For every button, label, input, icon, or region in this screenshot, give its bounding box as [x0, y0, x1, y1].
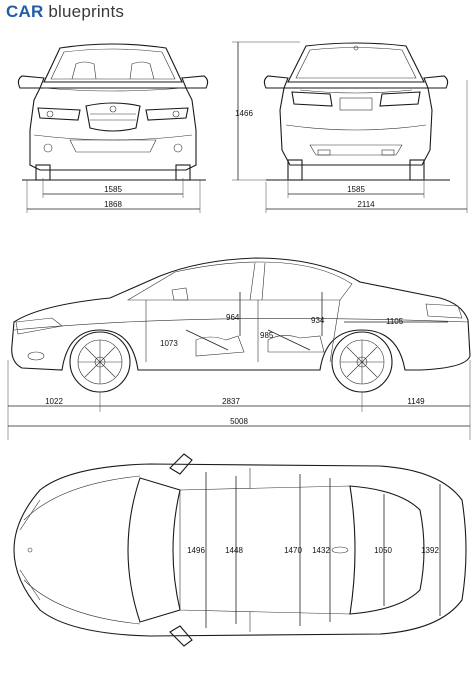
rear-width-dim: 2114 [357, 200, 375, 209]
top-dim-1050: 1050 [374, 546, 392, 555]
brand-logo-car: CAR [6, 2, 44, 21]
brand-logo-blueprints: blueprints [48, 2, 125, 21]
rear-view: 1466 1585 2114 [232, 41, 468, 213]
rear-overhang-dim: 1149 [407, 397, 425, 406]
interior-dim-934: 934 [311, 316, 325, 325]
front-overhang-dim: 1022 [45, 397, 63, 406]
interior-dim-985: 985 [260, 331, 274, 340]
length-dim: 5008 [230, 417, 248, 426]
brand-logo: CAR blueprints [6, 2, 124, 22]
top-dim-1496: 1496 [187, 546, 205, 555]
front-track-dim: 1585 [104, 185, 122, 194]
interior-dim-1105: 1105 [386, 317, 404, 326]
top-dim-1448: 1448 [225, 546, 243, 555]
side-view: 964 934 1105 1073 985 1022 2837 1149 500… [7, 257, 471, 440]
top-dim-1470: 1470 [284, 546, 302, 555]
interior-dim-964: 964 [226, 313, 240, 322]
rear-track-dim: 1585 [347, 185, 365, 194]
top-view: 1496 1448 1470 1432 1050 1392 [13, 453, 467, 647]
front-view: 1585 1868 [17, 43, 209, 213]
rear-height-dim: 1466 [235, 109, 253, 118]
top-dim-1392: 1392 [421, 546, 439, 555]
interior-dim-1073: 1073 [160, 339, 178, 348]
front-width-dim: 1868 [104, 200, 122, 209]
top-dim-1432: 1432 [312, 546, 330, 555]
wheelbase-dim: 2837 [222, 397, 240, 406]
